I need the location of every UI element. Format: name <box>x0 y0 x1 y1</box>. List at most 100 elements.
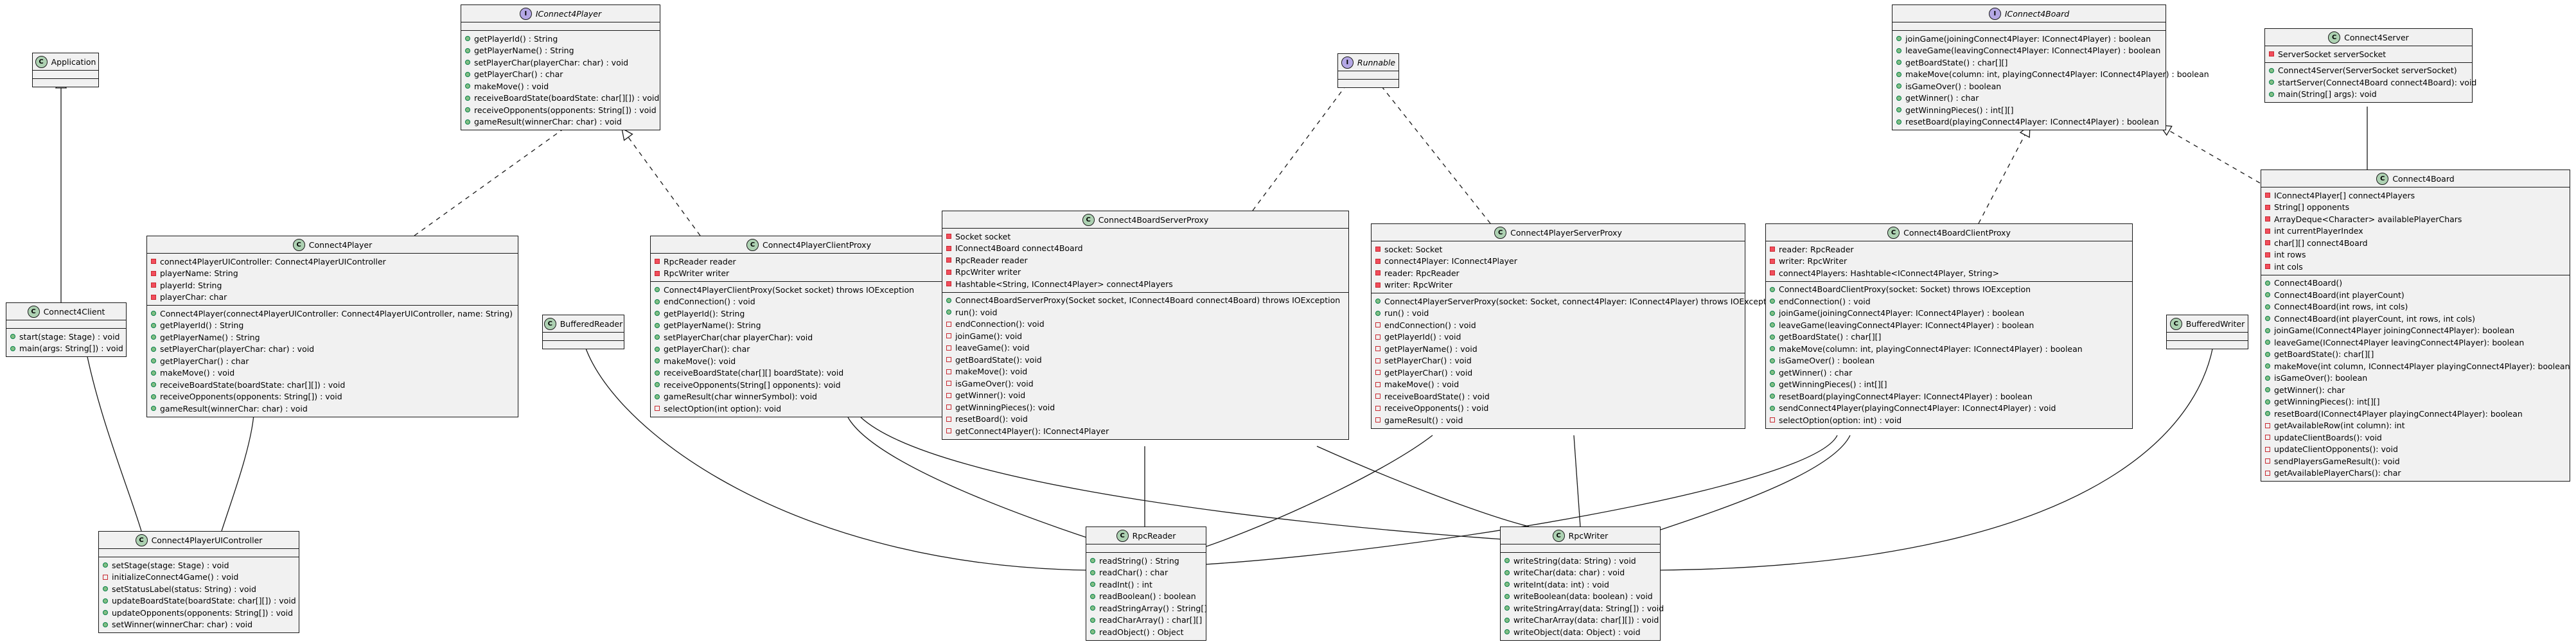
public-visibility-icon <box>1770 394 1775 399</box>
method-item: readInt() : int <box>1086 579 1206 591</box>
member-signature: makeMove(column: int, playingConnect4Pla… <box>1779 344 2083 354</box>
member-signature: gameResult() : void <box>1384 415 1463 425</box>
public-visibility-icon <box>1090 570 1095 575</box>
member-signature: getBoardState() : char[][] <box>1905 57 2008 67</box>
method-item: makeMove(): void <box>942 366 1348 378</box>
member-signature: setStatusLabel(status: String) : void <box>112 584 256 594</box>
member-signature: isGameOver(): boolean <box>2274 373 2368 383</box>
member-signature: Connect4PlayerServerProxy(socket: Socket… <box>1384 296 1779 306</box>
member-signature: readInt() : int <box>1099 579 1152 589</box>
member-signature: getPlayerName() : String <box>474 46 574 56</box>
method-item: getWinningPieces() : int[][] <box>1892 104 2166 116</box>
public-visibility-icon <box>1504 593 1510 599</box>
public-visibility-icon <box>1770 405 1775 411</box>
private-visibility-icon <box>1375 405 1381 411</box>
public-visibility-icon <box>1896 95 1901 101</box>
methods-section <box>2167 340 2248 349</box>
member-signature: playerName: String <box>160 268 238 279</box>
private-visibility-icon <box>1375 417 1381 423</box>
public-visibility-icon <box>465 83 470 89</box>
methods-section: joinGame(joiningConnect4Player: IConnect… <box>1892 30 2209 130</box>
method-item: updateOpponents(opponents: String[]) : v… <box>99 607 299 619</box>
member-signature: getPlayerName() : String <box>160 332 260 342</box>
method-item: getPlayerId(): String <box>651 308 967 320</box>
public-visibility-icon <box>2269 67 2274 73</box>
method-item: isGameOver(): boolean <box>2261 372 2570 385</box>
method-item: readString() : String <box>1086 555 1206 567</box>
private-visibility-icon <box>2265 458 2270 464</box>
method-item: writeObject(data: Object) : void <box>1501 626 1660 638</box>
private-visibility-icon <box>1375 334 1381 340</box>
member-signature: RpcWriter writer <box>664 268 730 279</box>
member-signature: socket: Socket <box>1384 244 1443 254</box>
method-item: leaveGame(leavingConnect4Player: IConnec… <box>1892 45 2166 57</box>
member-signature: readObject() : Object <box>1099 627 1184 637</box>
member-signature: readBoolean() : boolean <box>1099 591 1196 602</box>
member-signature: receiveOpponents(opponents: String[]) : … <box>474 105 657 115</box>
method-item: readCharArray() : char[][] <box>1086 614 1206 627</box>
public-visibility-icon <box>1504 617 1510 623</box>
method-item: writeChar(data: char) : void <box>1501 567 1660 579</box>
inheritance-arrowhead-icon <box>621 127 633 141</box>
public-visibility-icon <box>1896 119 1901 125</box>
public-visibility-icon <box>1896 36 1901 42</box>
connect4-player-server-proxy-implements-runnable-line <box>1372 74 1491 224</box>
private-visibility-icon <box>1375 247 1381 252</box>
member-signature: isGameOver(): void <box>955 378 1034 388</box>
member-signature: getBoardState(): char[][] <box>2274 349 2374 360</box>
method-item: setPlayerChar(playerChar: char) : void <box>461 57 660 69</box>
private-visibility-icon <box>2265 435 2270 440</box>
class-stereotype-icon: C <box>2376 172 2389 185</box>
method-item: getPlayerId() : String <box>147 320 518 332</box>
member-signature: getPlayerChar() : char <box>160 356 249 366</box>
public-visibility-icon <box>655 382 660 388</box>
method-item: endConnection() : void <box>1766 295 2132 308</box>
private-visibility-icon <box>1375 358 1381 363</box>
member-signature: writer: RpcWriter <box>1779 256 1848 266</box>
fields-section <box>1338 71 1398 79</box>
method-item: Connect4Server(ServerSocket serverSocket… <box>2265 65 2472 77</box>
public-visibility-icon <box>1375 299 1381 304</box>
member-signature: updateClientOpponents(): void <box>2274 444 2398 455</box>
method-item: Connect4PlayerClientProxy(Socket socket)… <box>651 284 967 296</box>
method-item: Connect4BoardServerProxy(Socket socket, … <box>942 295 1348 307</box>
member-signature: playerId: String <box>160 280 222 290</box>
method-item: gameResult(winnerChar: char) : void <box>461 116 660 128</box>
method-item: setWinner(winnerChar: char) : void <box>99 619 299 631</box>
private-visibility-icon <box>946 281 951 287</box>
member-signature: getWinningPieces(): int[][] <box>2274 397 2380 407</box>
member-signature: selectOption(option: int) : void <box>1779 415 1902 425</box>
public-visibility-icon <box>1504 629 1510 635</box>
member-signature: leaveGame(leavingConnect4Player: IConnec… <box>1779 320 2034 330</box>
member-signature: run() : void <box>1384 308 1429 318</box>
member-signature: setPlayerChar(char playerChar): void <box>664 332 813 342</box>
method-item: makeMove(column: int, playingConnect4Pla… <box>1892 69 2209 81</box>
private-visibility-icon <box>151 294 156 300</box>
public-visibility-icon <box>1090 617 1095 623</box>
member-signature: gameResult(winnerChar: char) : void <box>474 117 622 127</box>
field-item: String[] opponents <box>2261 202 2570 214</box>
member-signature: connect4PlayerUIController: Connect4Play… <box>160 256 386 266</box>
method-item: getBoardState() : char[][] <box>1892 57 2166 69</box>
